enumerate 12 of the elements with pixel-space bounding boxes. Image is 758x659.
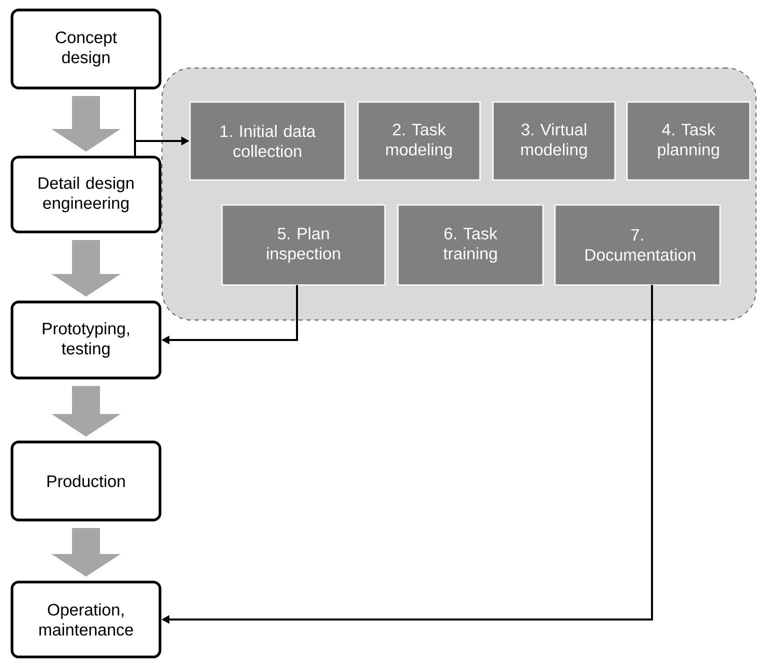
step-box: 6. Task training bbox=[397, 204, 544, 286]
phase-box: Prototyping, testing bbox=[10, 300, 162, 380]
phase-box: Concept design bbox=[10, 8, 162, 90]
phase-box: Production bbox=[10, 440, 162, 522]
phase-box: Operation, maintenance bbox=[10, 580, 162, 658]
step-box: 1. Initial data collection bbox=[189, 101, 346, 181]
step-box: 4. Task planning bbox=[626, 101, 751, 181]
step-box: 5. Plan inspection bbox=[221, 204, 386, 286]
phase-box: Detail design engineering bbox=[10, 156, 162, 234]
step-box: 2. Task modeling bbox=[357, 101, 481, 181]
step-box: 7. Documentation bbox=[554, 204, 721, 286]
step-box: 3. Virtual modeling bbox=[492, 101, 616, 181]
